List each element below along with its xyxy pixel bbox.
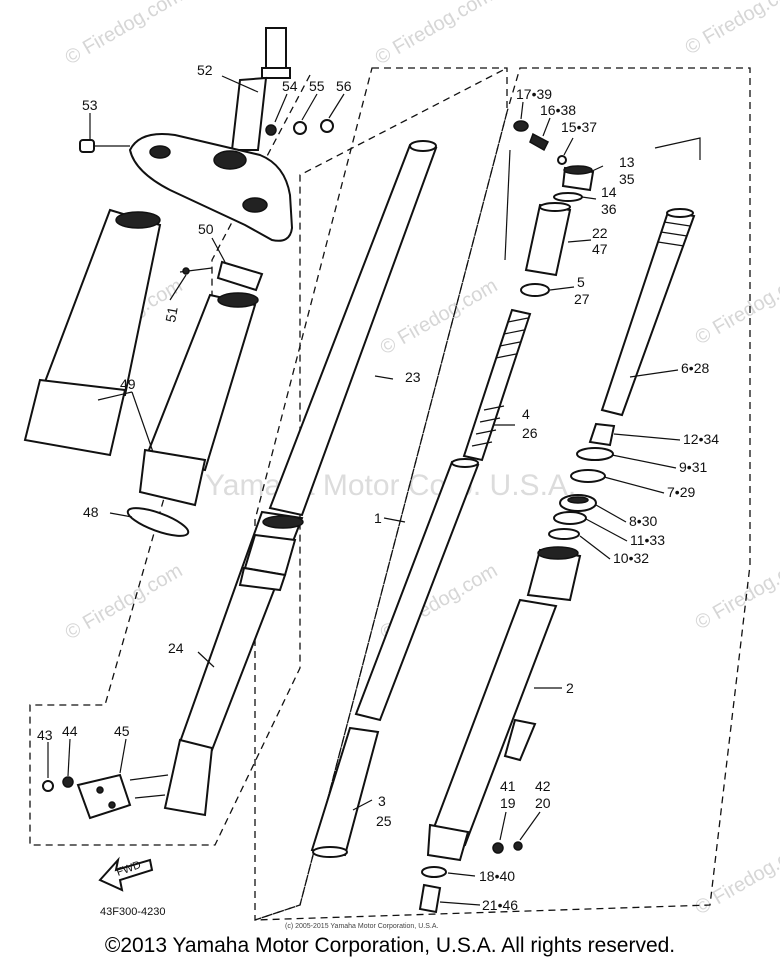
- label-53: 53: [82, 97, 98, 113]
- label-23: 23: [405, 369, 421, 385]
- label-49: 49: [120, 376, 136, 392]
- label-19: 19: [500, 795, 516, 811]
- label-7-29: 7•29: [667, 484, 695, 500]
- label-52: 52: [197, 62, 213, 78]
- watermark: © Firedog.com: [692, 265, 780, 350]
- label-51: 51: [162, 305, 180, 323]
- label-18-40: 18•40: [479, 868, 515, 884]
- part-11-clip: [553, 511, 587, 525]
- label-55: 55: [309, 78, 325, 94]
- part-50-clamp: [216, 260, 264, 292]
- label-43: 43: [37, 727, 53, 743]
- part-42-bolt: [513, 841, 523, 851]
- label-26: 26: [522, 425, 538, 441]
- label-24: 24: [168, 640, 184, 656]
- part-49-fork-boots: [23, 208, 259, 507]
- part-15-oring: [557, 155, 567, 165]
- part-43-nut: [42, 780, 54, 792]
- watermark: © Firedog.com: [62, 0, 187, 69]
- part-21-drain-bolt: [418, 883, 442, 914]
- label-5: 5: [577, 274, 585, 290]
- part-3-slide-tube: [310, 726, 380, 858]
- label-35: 35: [619, 171, 635, 187]
- label-1: 1: [374, 510, 382, 526]
- label-42: 42: [535, 778, 551, 794]
- label-21-46: 21•46: [482, 897, 518, 913]
- part-24-outer-tube: [163, 510, 304, 817]
- watermark: © Firedog.com: [372, 0, 497, 69]
- part-12-bushing: [588, 422, 616, 447]
- label-12-34: 12•34: [683, 431, 719, 447]
- part-45-brake-mount: [76, 773, 169, 820]
- label-25: 25: [376, 813, 392, 829]
- label-47: 47: [592, 241, 608, 257]
- label-14: 14: [601, 184, 617, 200]
- label-4: 4: [522, 406, 530, 422]
- part-5-seat: [520, 283, 550, 297]
- part-55-nut: [293, 121, 307, 135]
- label-41: 41: [500, 778, 516, 794]
- part-labels: 52 53 54 55 56 50 51 49 48 24 43 44 45 2…: [37, 62, 719, 913]
- part-9-seal: [576, 447, 614, 461]
- diagram-code: 43F300-4230: [100, 906, 165, 918]
- part-2-outer-tube: [426, 546, 582, 862]
- part-10-washer: [548, 528, 580, 540]
- watermark: © Firedog.com: [692, 550, 780, 635]
- copyright-footer: ©2013 Yamaha Motor Corporation, U.S.A. A…: [104, 934, 676, 957]
- frame-cartridge: [654, 137, 701, 160]
- label-20: 20: [535, 795, 551, 811]
- label-36: 36: [601, 201, 617, 217]
- fwd-arrow: FWD: [98, 856, 154, 892]
- part-18-gasket: [421, 866, 447, 878]
- label-22: 22: [592, 225, 608, 241]
- watermark: © Firedog.com: [62, 560, 187, 645]
- label-8-30: 8•30: [629, 513, 657, 529]
- small-copyright: (c) 2005-2015 Yamaha Motor Corporation, …: [285, 923, 438, 930]
- part-41-washer: [492, 842, 504, 854]
- label-48: 48: [83, 504, 99, 520]
- frame-spring-pack: [504, 149, 511, 261]
- label-16-38: 16•38: [540, 102, 576, 118]
- label-17-39: 17•39: [516, 86, 552, 102]
- part-52-steering-stem: [128, 27, 294, 242]
- part-53-bolt: [79, 139, 130, 153]
- label-56: 56: [336, 78, 352, 94]
- fork-parts-diagram: © Firedog.com © Firedog.com © Firedog.co…: [23, 0, 780, 930]
- part-4-fork-spring: [462, 308, 532, 462]
- label-13: 13: [619, 154, 635, 170]
- label-27: 27: [574, 291, 590, 307]
- label-11-33: 11•33: [630, 532, 665, 548]
- label-6-28: 6•28: [681, 360, 709, 376]
- part-14-oring: [553, 192, 583, 202]
- part-7-washer: [570, 469, 606, 483]
- part-48-band: [126, 507, 190, 537]
- label-3: 3: [378, 793, 386, 809]
- label-2: 2: [566, 680, 574, 696]
- part-44-washer: [62, 776, 74, 788]
- label-15-37: 15•37: [561, 119, 597, 135]
- part-17-cap-bolt: [513, 120, 529, 132]
- part-23-inner-tube: [268, 140, 438, 517]
- part-13-cap: [561, 165, 595, 192]
- part-51-bolt: [179, 267, 213, 275]
- label-45: 45: [114, 723, 130, 739]
- part-6-cartridge: [600, 208, 696, 417]
- part-1-damper-rod: [354, 458, 480, 722]
- label-54: 54: [282, 78, 298, 94]
- part-54-washer: [265, 124, 277, 136]
- watermark: © Firedog.com: [682, 0, 780, 59]
- leader-lines: [47, 75, 681, 906]
- label-10-32: 10•32: [613, 550, 649, 566]
- part-8-oil-seal: [559, 494, 597, 512]
- part-22-spacer: [524, 202, 572, 277]
- part-56-cap: [320, 119, 334, 133]
- label-44: 44: [62, 723, 78, 739]
- label-9-31: 9•31: [679, 459, 707, 475]
- watermark: © Firedog.com: [692, 835, 780, 920]
- label-50: 50: [198, 221, 214, 237]
- watermark: © Firedog.com: [377, 275, 502, 360]
- part-16-valve: [529, 132, 549, 152]
- frame-right: [254, 67, 751, 921]
